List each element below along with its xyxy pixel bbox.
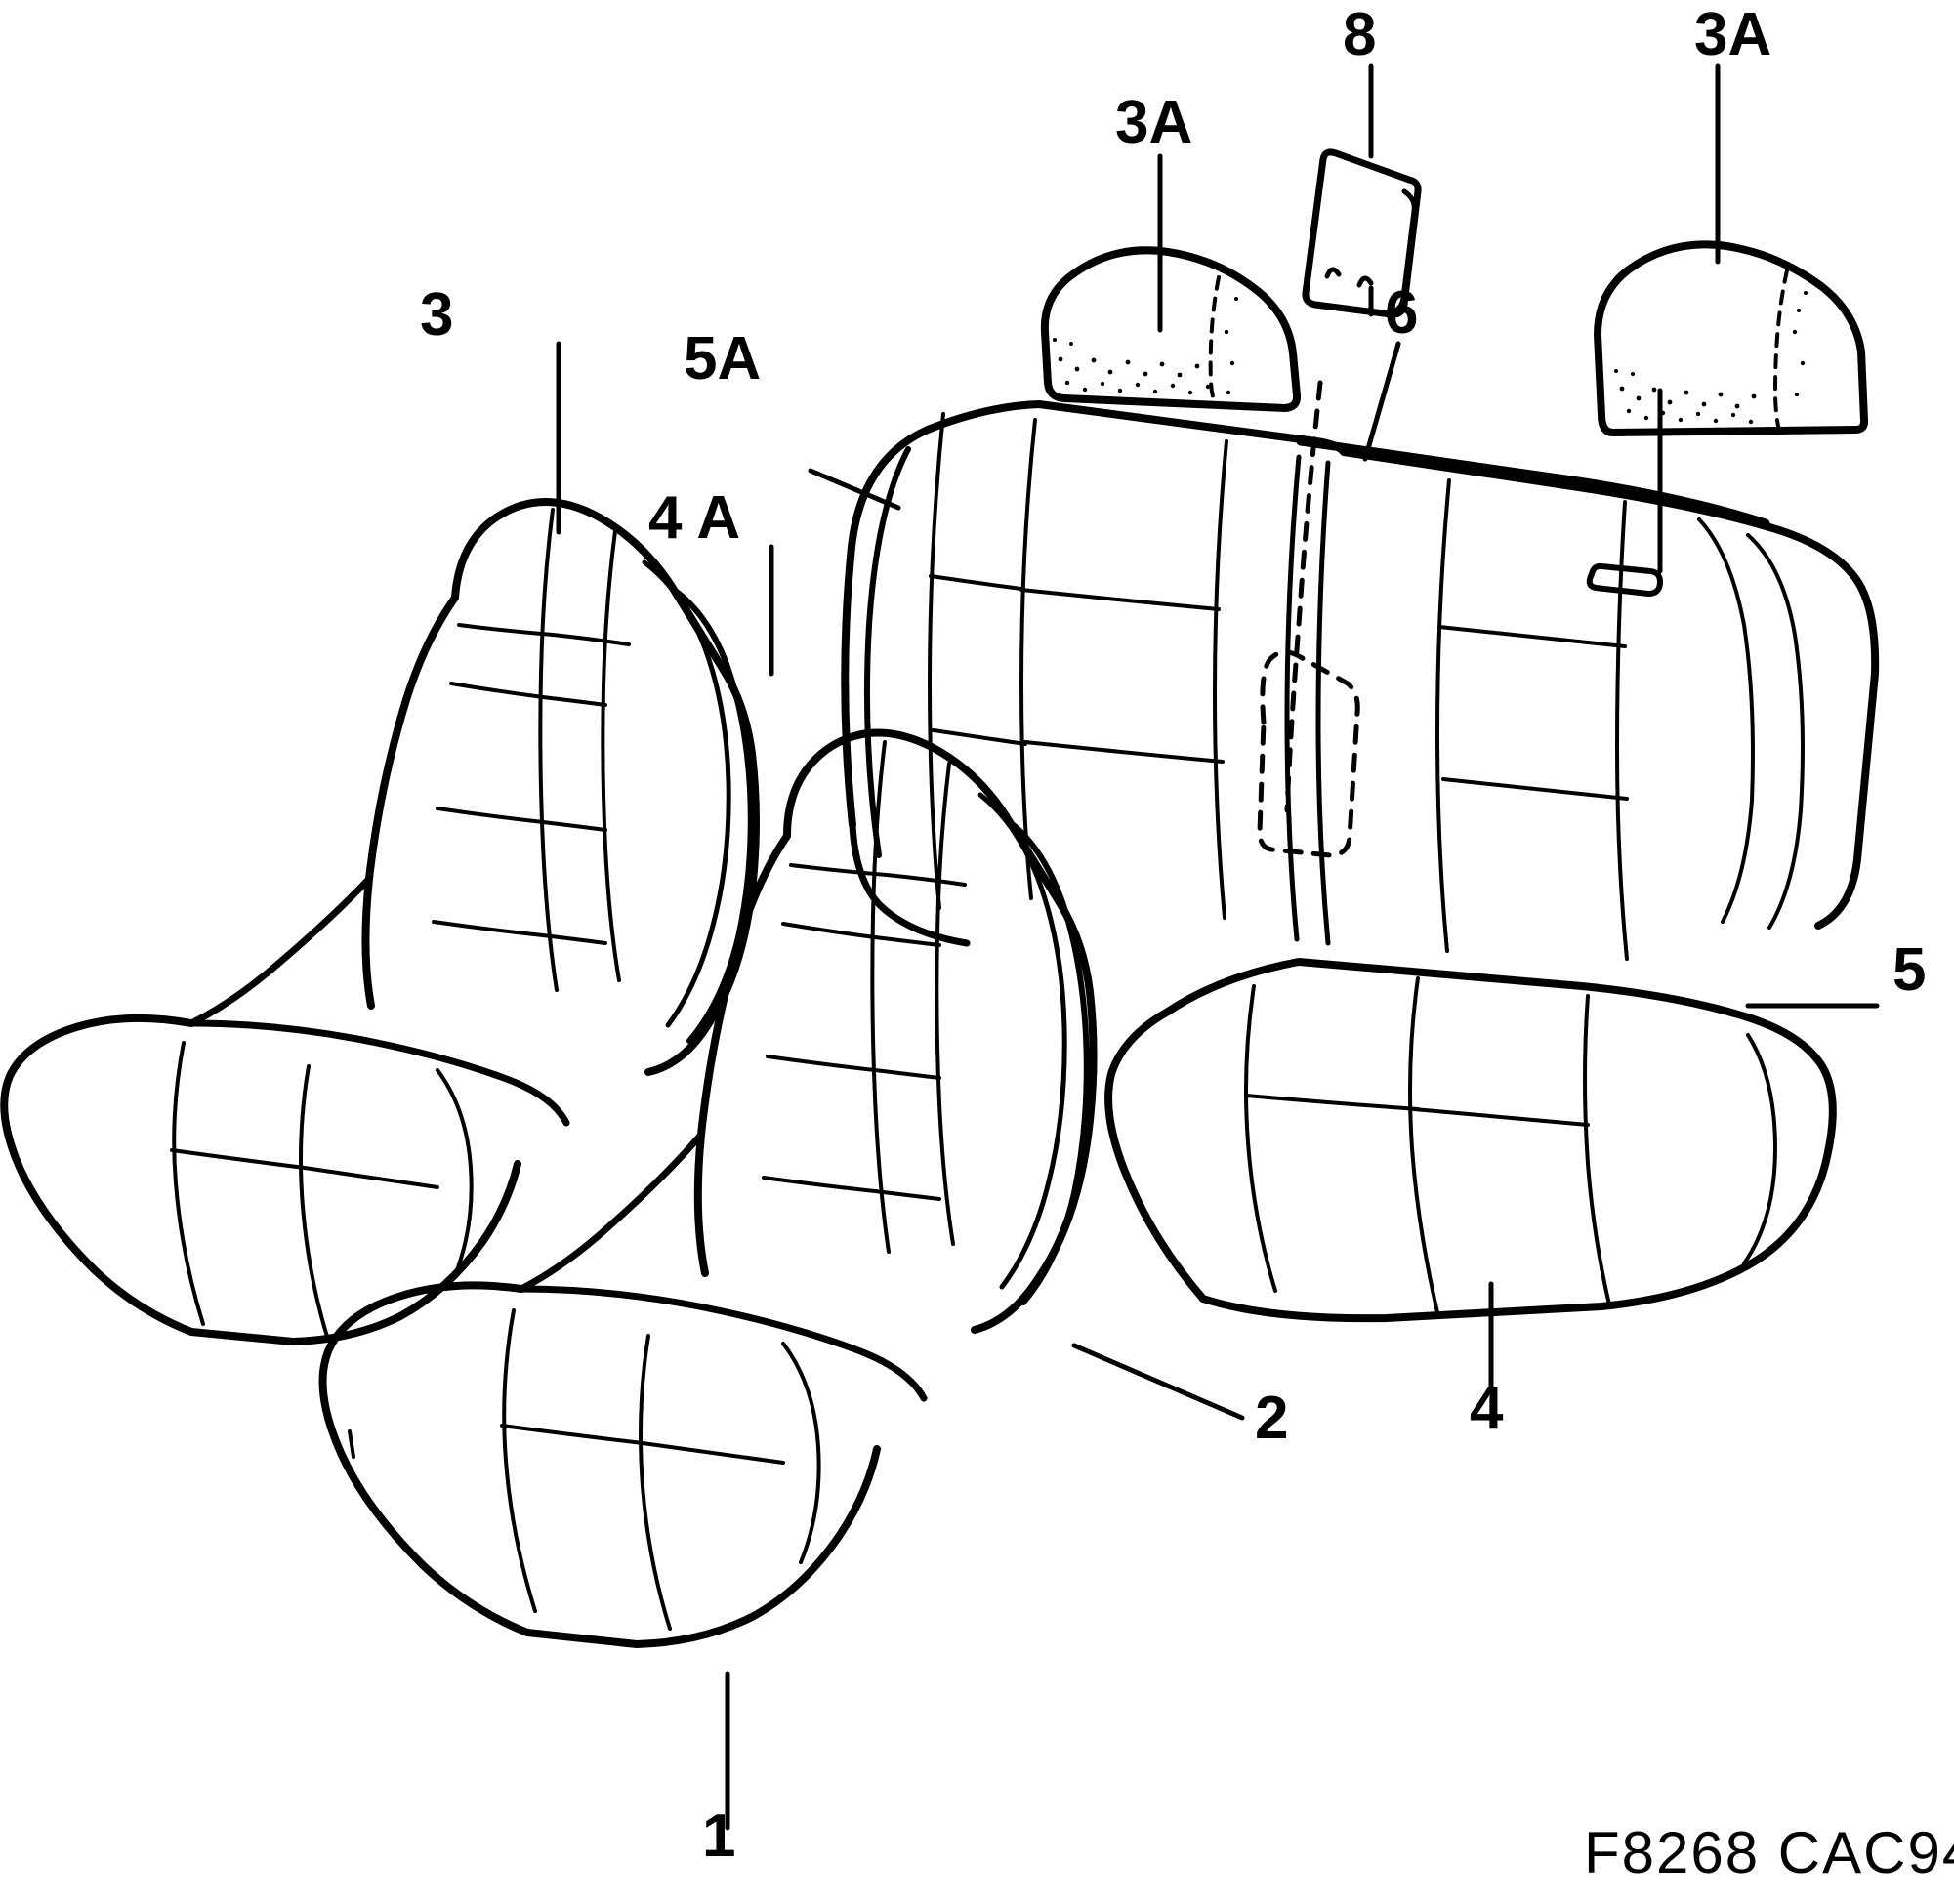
drawing-reference-caption: F8268 CAC94 xyxy=(1584,1820,1954,1885)
rear-backrest-seams xyxy=(928,412,1805,961)
callout-4: 4 xyxy=(1470,1375,1504,1442)
rear-cushion-seams xyxy=(1244,976,1777,1314)
callout-4a: 4 A xyxy=(648,484,741,552)
front-left-backrest-part3 xyxy=(187,498,760,1076)
front-centre-backrest-seams xyxy=(762,740,967,1254)
rear-backrest-top-rail xyxy=(1296,436,1770,528)
front-left-cushion-seams xyxy=(170,1041,474,1342)
rear-headrest-middle-stipple xyxy=(1053,297,1238,395)
front-left-cushion xyxy=(0,1014,570,1345)
leader-2 xyxy=(1071,1343,1245,1421)
front-centre-backrest-part2 xyxy=(518,728,1098,1334)
rear-headrest-right-stipple xyxy=(1614,291,1808,425)
rear-bench-backrest-part5 xyxy=(841,400,1880,947)
seatbelt-hidden-outline xyxy=(1257,380,1360,858)
front-left-backrest-seams xyxy=(432,508,631,992)
rear-bench-cushion-part4 xyxy=(1104,958,1837,1323)
callout-5: 5 xyxy=(1892,936,1927,1004)
callout-3a-right: 3A xyxy=(1694,1,1772,68)
leader-lines xyxy=(556,63,1880,1831)
callout-3a-middle: 3A xyxy=(1115,89,1193,156)
callout-5a: 5A xyxy=(684,325,762,393)
leader-5a xyxy=(808,468,901,511)
seatbelt-slot xyxy=(1586,562,1663,597)
cushion-tick-mark xyxy=(348,1429,355,1459)
callout-3: 3 xyxy=(420,281,454,349)
front-centre-cushion-seams xyxy=(500,1308,821,1631)
headrest-pad-part8 xyxy=(1302,148,1422,318)
leader-6 xyxy=(1362,341,1401,462)
callout-1: 1 xyxy=(702,1802,736,1870)
callout-6: 6 xyxy=(1385,279,1419,347)
rear-headrest-middle-part3a xyxy=(1040,246,1302,412)
front-centre-cushion-part1 xyxy=(318,1281,928,1648)
callout-2: 2 xyxy=(1255,1385,1289,1452)
callout-8: 8 xyxy=(1343,1,1377,68)
rear-headrest-right-part3a xyxy=(1594,240,1869,436)
